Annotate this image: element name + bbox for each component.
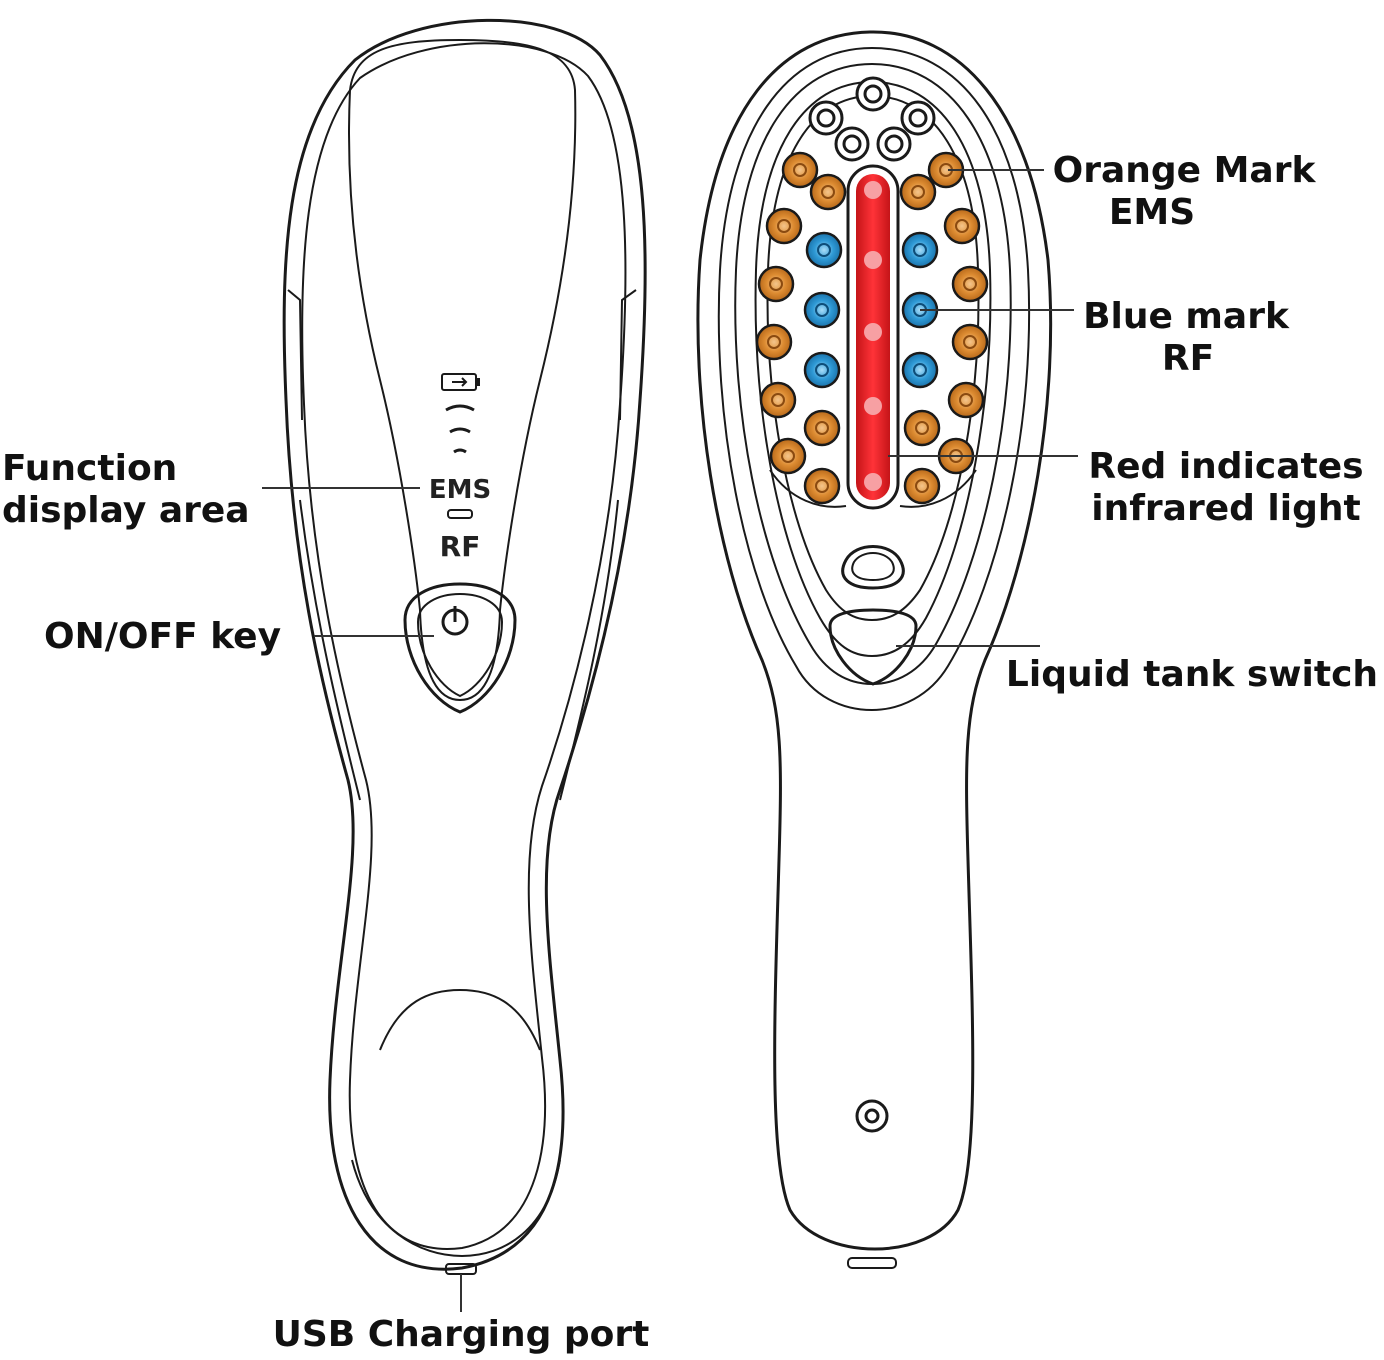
ems-electrode [947, 381, 985, 419]
label-orange-line2: EMS [1109, 192, 1195, 233]
label-function-display-line2: display area [2, 490, 250, 531]
infrared-led [864, 251, 882, 269]
back-lower-right-wing [899, 469, 977, 508]
white-electrode [834, 126, 870, 162]
front-top-panel [348, 38, 577, 702]
white-electrodes [808, 76, 936, 162]
infrared-led [864, 323, 882, 341]
ems-electrode [899, 173, 937, 211]
ems-electrode [951, 265, 989, 303]
infrared-led [864, 397, 882, 415]
front-right-edge-notch [619, 289, 637, 421]
label-on-off: ON/OFF key [44, 616, 281, 657]
charging-contact-icon [855, 1099, 889, 1133]
label-red-line2: infrared light [1091, 488, 1360, 529]
back-head-outline-1 [717, 46, 1031, 712]
label-red-line1: Red indicates [1088, 446, 1363, 487]
infrared-led [864, 473, 882, 491]
rf-electrode [803, 351, 841, 389]
rf-electrode [901, 231, 939, 269]
callout-labels: Function display area ON/OFF key USB Cha… [2, 150, 1378, 1355]
ems-electrode [809, 173, 847, 211]
ems-electrode [755, 323, 793, 361]
ems-electrode [803, 409, 841, 447]
rf-electrode [901, 351, 939, 389]
rf-electrode [805, 231, 843, 269]
ems-electrode [943, 207, 981, 245]
ems-electrodes [755, 151, 989, 505]
front-left-edge-notch [287, 289, 303, 421]
infrared-leds [864, 181, 882, 491]
ems-electrode [781, 151, 819, 189]
wave-signal-icon [445, 404, 475, 454]
power-icon [441, 606, 469, 636]
leader-lines [262, 169, 1078, 1312]
front-body-outline [282, 18, 647, 1271]
front-view-device: EMS RF [282, 18, 647, 1275]
power-button-housing [403, 582, 517, 714]
white-electrode [855, 76, 891, 112]
back-body-outline [696, 30, 1053, 1251]
front-right-side-trim [559, 499, 619, 801]
back-lower-left-wing [769, 469, 847, 508]
white-electrode [876, 126, 912, 162]
label-function-display-line1: Function [2, 448, 177, 489]
triangle-button-inner [851, 552, 895, 582]
white-electrode [808, 100, 844, 136]
liquid-tank-switch[interactable] [828, 608, 918, 686]
back-electrode-plate [766, 94, 980, 622]
back-view-device [696, 30, 1053, 1269]
rf-electrodes [803, 231, 939, 389]
front-bottom-base [351, 1159, 561, 1258]
ems-electrode [951, 323, 989, 361]
front-body-inner-outline [301, 42, 627, 1250]
ems-electrode [903, 467, 941, 505]
mode-indicator [447, 509, 473, 519]
ems-electrode [903, 409, 941, 447]
infrared-led [864, 181, 882, 199]
rf-electrode [803, 291, 841, 329]
device-ems-label: EMS [429, 475, 491, 505]
ems-electrode [759, 381, 797, 419]
ems-electrode [757, 265, 795, 303]
label-blue-line2: RF [1162, 338, 1214, 379]
label-orange-line1: Orange Mark [1053, 150, 1317, 191]
back-bottom-cap [847, 1257, 897, 1269]
label-liquid: Liquid tank switch [1006, 654, 1378, 695]
ems-electrode [765, 207, 803, 245]
white-electrode [900, 100, 936, 136]
device-rf-label: RF [440, 530, 481, 563]
label-blue-line1: Blue mark [1083, 296, 1290, 337]
power-button[interactable] [416, 592, 504, 698]
front-grip-curve [379, 988, 541, 1051]
ems-electrode [769, 437, 807, 475]
battery-icon [441, 373, 480, 391]
ems-electrode [803, 467, 841, 505]
back-head-outline-3 [754, 80, 992, 658]
triangle-button[interactable] [841, 545, 905, 590]
label-usb: USB Charging port [273, 1314, 650, 1355]
front-left-side-trim [299, 499, 361, 801]
